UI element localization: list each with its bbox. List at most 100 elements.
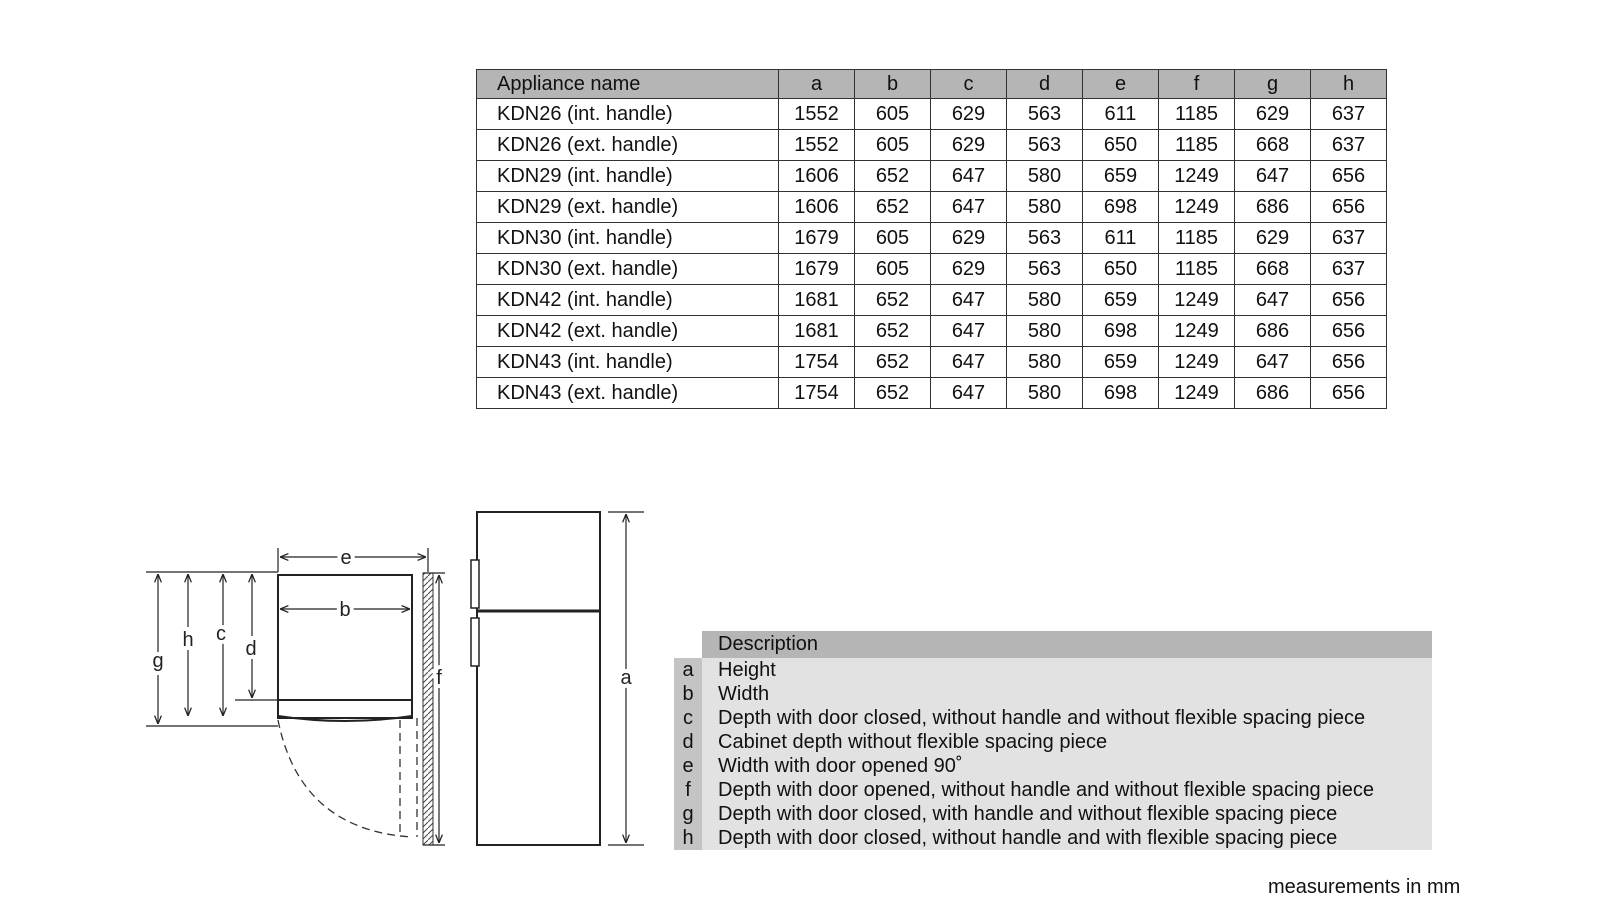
fridge-body [476,511,601,846]
description-text: Depth with door opened, without handle a… [702,778,1432,802]
dimension-cell-h: 656 [1310,346,1387,378]
dimension-cell-e: 659 [1082,346,1159,378]
description-key: c [674,706,702,730]
description-key: g [674,802,702,826]
dimension-cell-d: 580 [1006,191,1083,223]
dimension-cell-f: 1185 [1158,253,1235,285]
column-header-b: b [854,69,931,99]
appliance-name-cell: KDN29 (ext. handle) [476,191,779,223]
dimension-cell-e: 698 [1082,315,1159,347]
dimension-cell-a: 1754 [778,377,855,409]
label-d: d [245,638,256,660]
dimension-cell-g: 647 [1234,346,1311,378]
dimension-cell-f: 1249 [1158,160,1235,192]
dimension-cell-d: 563 [1006,253,1083,285]
dimension-cell-c: 647 [930,160,1007,192]
dimension-cell-h: 637 [1310,222,1387,254]
dimension-cell-b: 652 [854,377,931,409]
dimension-cell-g: 686 [1234,315,1311,347]
dimension-cell-e: 611 [1082,98,1159,130]
column-header-appliance-name: Appliance name [476,69,779,99]
description-key: h [674,826,702,850]
dimension-cell-b: 605 [854,253,931,285]
dimension-cell-d: 580 [1006,377,1083,409]
label-a: a [620,667,632,689]
dimension-cell-a: 1552 [778,129,855,161]
column-header-c: c [930,69,1007,99]
dimension-cell-b: 605 [854,98,931,130]
dimension-cell-d: 580 [1006,284,1083,316]
door-swing-arc [277,719,413,838]
dimension-cell-g: 647 [1234,284,1311,316]
dimension-cell-b: 605 [854,129,931,161]
column-header-h: h [1310,69,1387,99]
column-header-a: a [778,69,855,99]
dimension-cell-a: 1679 [778,253,855,285]
wall-hatching [422,572,434,846]
appliance-name-cell: KDN26 (ext. handle) [476,129,779,161]
dimension-cell-c: 647 [930,346,1007,378]
dimension-cell-g: 647 [1234,160,1311,192]
dimension-cell-c: 629 [930,222,1007,254]
dimension-cell-d: 563 [1006,129,1083,161]
appliance-name-cell: KDN29 (int. handle) [476,160,779,192]
dimension-cell-h: 656 [1310,377,1387,409]
dimension-cell-e: 650 [1082,253,1159,285]
description-key: b [674,682,702,706]
column-header-g: g [1234,69,1311,99]
dimension-cell-f: 1249 [1158,191,1235,223]
dimension-cell-c: 647 [930,191,1007,223]
dimension-cell-h: 637 [1310,253,1387,285]
dimension-cell-e: 659 [1082,284,1159,316]
dimension-cell-f: 1249 [1158,377,1235,409]
appliance-name-cell: KDN42 (ext. handle) [476,315,779,347]
refrigerator-dimension-drawing: e b g h c d f a [146,511,644,846]
door-closed [277,699,413,722]
dimension-cell-h: 656 [1310,160,1387,192]
dimension-cell-e: 698 [1082,377,1159,409]
dimension-cell-b: 605 [854,222,931,254]
label-f: f [436,667,442,689]
description-text: Depth with door closed, without handle a… [702,826,1432,850]
dimension-cell-g: 629 [1234,222,1311,254]
dimension-cell-b: 652 [854,346,931,378]
label-h: h [182,629,193,651]
dimension-cell-a: 1606 [778,160,855,192]
dimension-cell-d: 563 [1006,98,1083,130]
label-g: g [152,650,163,672]
dimension-cell-e: 650 [1082,129,1159,161]
lower-handle [470,617,480,667]
description-key: a [674,658,702,682]
description-text: Width [702,682,1432,706]
dimension-cell-c: 629 [930,253,1007,285]
dimension-cell-b: 652 [854,191,931,223]
description-text: Width with door opened 90˚ [702,754,1432,778]
column-header-d: d [1006,69,1083,99]
units-note: measurements in mm [1268,876,1461,898]
dimension-cell-g: 668 [1234,129,1311,161]
description-key: e [674,754,702,778]
table-header-row: Appliance name a b c d e f g h [476,69,1387,99]
appliance-name-cell: KDN30 (ext. handle) [476,253,779,285]
dimension-cell-c: 647 [930,315,1007,347]
label-e: e [340,547,351,569]
dimension-cell-b: 652 [854,284,931,316]
dimension-cell-h: 637 [1310,98,1387,130]
dimension-cell-a: 1679 [778,222,855,254]
cabinet-outline [277,574,413,719]
dimension-cell-c: 629 [930,129,1007,161]
upper-handle [470,559,480,609]
